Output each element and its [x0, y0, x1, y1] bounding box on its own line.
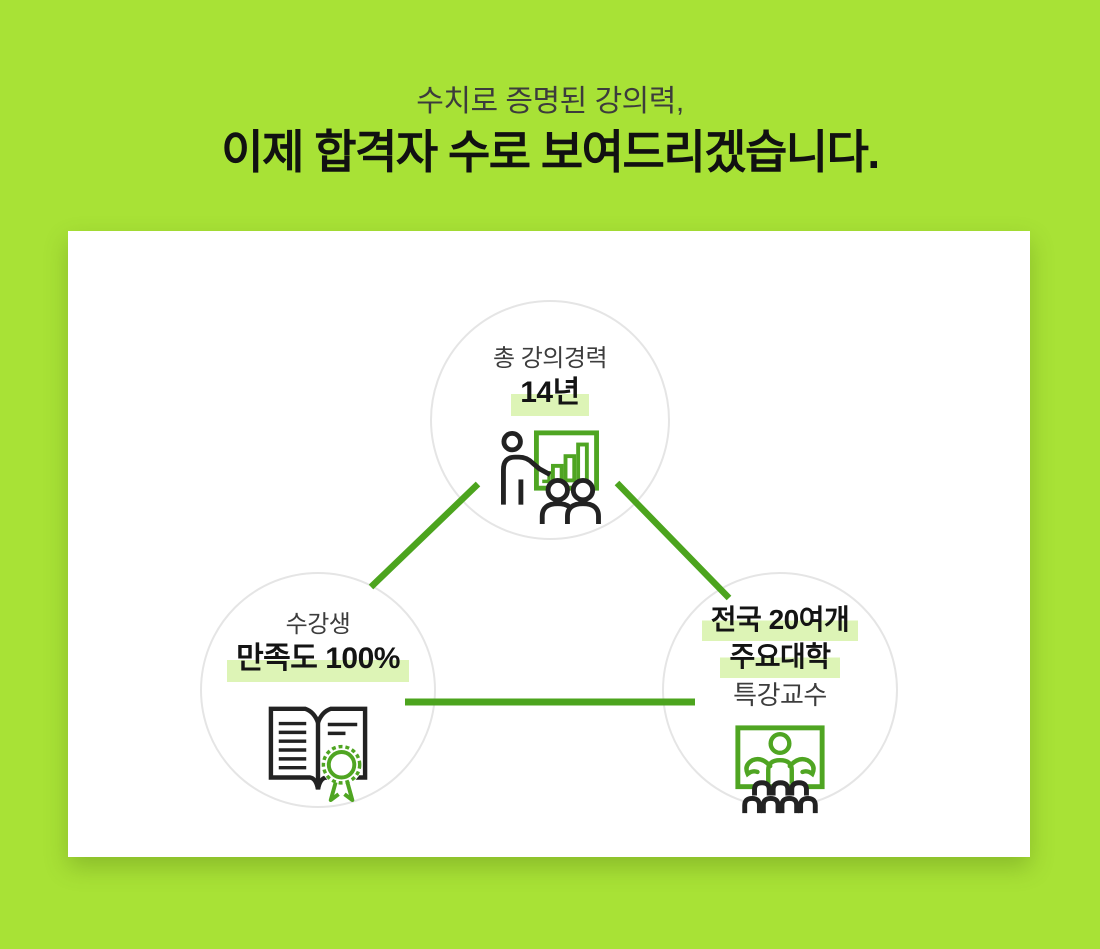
stat-value: 전국 20여개: [701, 604, 859, 641]
presentation-chart-icon: [496, 429, 604, 526]
page-title: 이제 합격자 수로 보여드리겠습니다.: [221, 126, 880, 178]
header: 수치로 증명된 강의력, 이제 합격자 수로 보여드리겠습니다.: [0, 84, 1100, 178]
stat-node-lecture-experience: 총 강의경력 14년: [430, 300, 670, 540]
book-award-icon: [261, 700, 375, 803]
professor-audience-icon: [731, 721, 829, 819]
highlighted-value: 전국 20여개: [701, 604, 859, 641]
stat-value: 14년: [511, 376, 589, 416]
highlighted-value: 만족도 100%: [227, 642, 409, 682]
header-subtitle: 수치로 증명된 강의력,: [416, 85, 684, 118]
stat-top-label: 총 강의경력: [492, 345, 608, 372]
highlighted-value: 주요대학: [720, 641, 840, 678]
stat-top-label: 수강생: [285, 611, 351, 638]
stat-bottom-label: 특강교수: [733, 680, 827, 710]
highlighted-value: 14년: [511, 376, 589, 416]
stat-node-university-lectures: 전국 20여개 주요대학 특강교수: [662, 572, 898, 814]
stat-node-student-satisfaction: 수강생 만족도 100%: [200, 572, 436, 808]
stat-value: 만족도 100%: [227, 642, 409, 682]
stats-card: 총 강의경력 14년: [68, 231, 1030, 857]
stat-value: 주요대학: [720, 641, 840, 678]
